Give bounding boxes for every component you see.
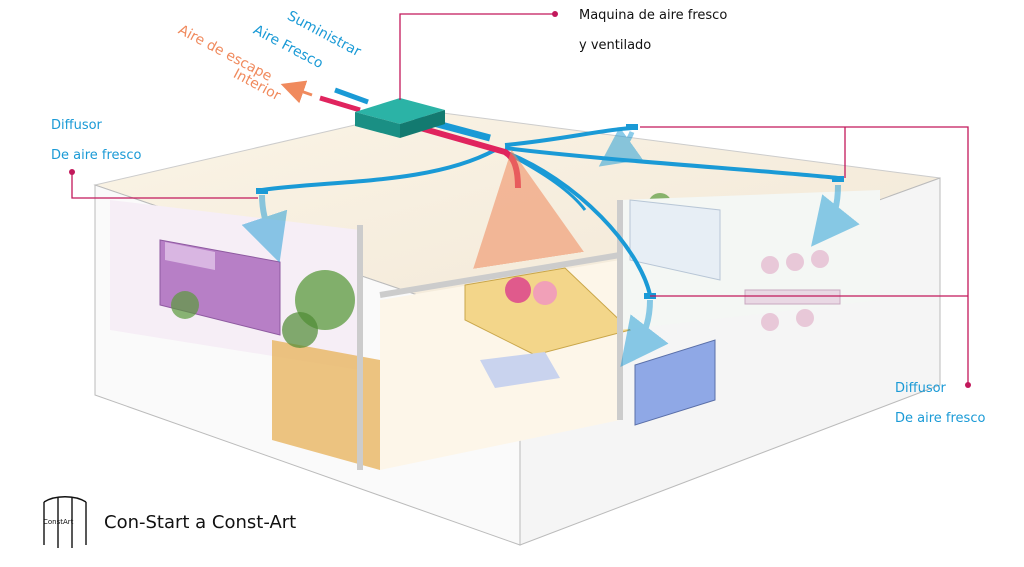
exhaust-airflow-arrow bbox=[473, 149, 584, 269]
leader-dot bbox=[69, 169, 75, 175]
plant bbox=[171, 291, 199, 319]
diffuser-left-label-line1: Diffusor bbox=[51, 118, 102, 133]
airflow-arrow bbox=[598, 127, 643, 167]
coffee-table bbox=[480, 352, 560, 388]
airflow-arrow bbox=[241, 194, 288, 263]
exhaust-outlet-duct bbox=[319, 95, 361, 113]
chair bbox=[811, 250, 829, 268]
cushion bbox=[533, 281, 557, 305]
chair bbox=[786, 253, 804, 271]
leader-line-machine bbox=[399, 13, 555, 100]
fresh-air-unit bbox=[355, 98, 445, 124]
machine-label-line2: y ventilado bbox=[579, 38, 652, 53]
diffuser-right-label-line1: Diffusor bbox=[895, 381, 946, 396]
chair bbox=[761, 313, 779, 331]
supply-duct-bedroom bbox=[261, 148, 496, 192]
kitchen-counter bbox=[629, 199, 721, 281]
diffuser-left-label-line2: De aire fresco bbox=[51, 148, 142, 163]
diffuser-right-label-line2: De aire fresco bbox=[895, 411, 986, 426]
airflow-arrow bbox=[811, 184, 860, 247]
machine-label-line1: Maquina de aire fresco bbox=[579, 8, 728, 23]
leader-line-diffuser-right bbox=[640, 126, 969, 385]
chair bbox=[796, 309, 814, 327]
brand-name: Con-Start a Const-Art bbox=[104, 512, 297, 533]
logo-text: ConstArt bbox=[43, 518, 74, 526]
leader-dot bbox=[552, 11, 558, 17]
dining-table bbox=[744, 289, 841, 305]
plant bbox=[295, 270, 355, 330]
exhaust-outlet-arrow bbox=[280, 80, 313, 104]
cushion bbox=[505, 277, 531, 303]
supply-intake-duct bbox=[334, 87, 369, 105]
fresh-air-unit-front bbox=[355, 112, 400, 138]
constart-logo bbox=[43, 496, 87, 548]
chair bbox=[761, 256, 779, 274]
diffuser bbox=[256, 188, 268, 194]
plant bbox=[282, 312, 318, 348]
fresh-air-unit-side bbox=[400, 110, 445, 138]
bed-pillow bbox=[165, 242, 215, 270]
diffuser bbox=[832, 176, 844, 182]
leader-dot bbox=[965, 382, 971, 388]
airflow-arrow bbox=[620, 299, 669, 368]
wood-floor bbox=[272, 340, 380, 470]
diffuser bbox=[626, 124, 638, 130]
leader-line-diffuser-left bbox=[71, 172, 258, 199]
